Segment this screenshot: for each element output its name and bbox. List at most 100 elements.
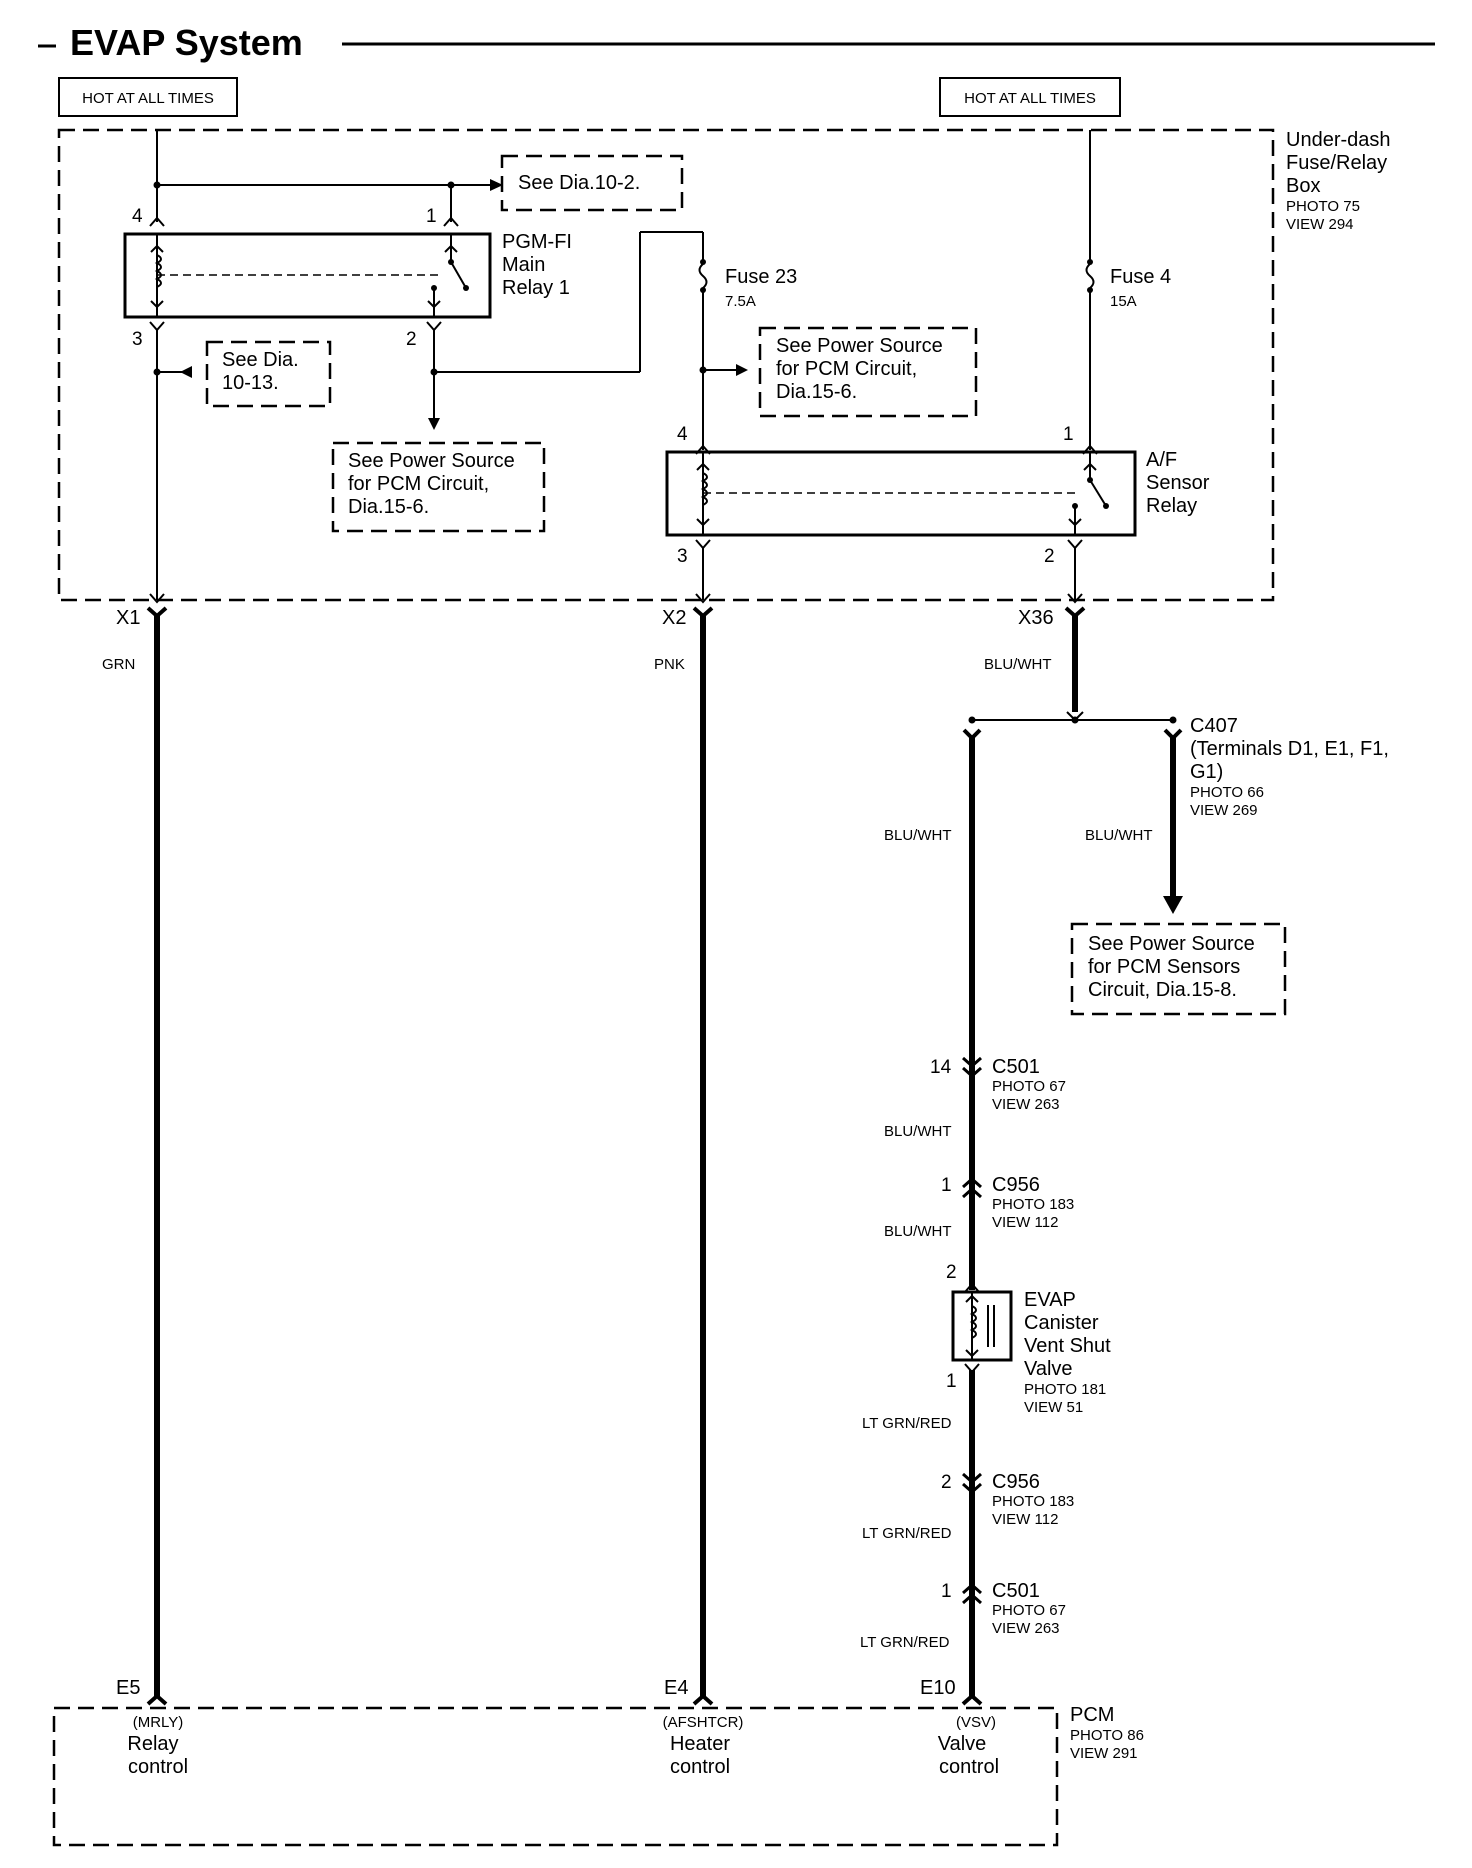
svg-text:for PCM Sensors: for PCM Sensors: [1088, 956, 1240, 978]
svg-text:14: 14: [930, 1057, 952, 1078]
svg-text:A/F: A/F: [1146, 449, 1177, 471]
svg-text:See Power Source: See Power Source: [1088, 933, 1255, 955]
svg-text:PHOTO 67: PHOTO 67: [992, 1602, 1066, 1619]
svg-text:Dia.15-6.: Dia.15-6.: [776, 381, 857, 403]
see-dia-10-2-text: See Dia.10-2.: [518, 172, 640, 194]
c956-bottom-connector: 2 C956 PHOTO 183 VIEW 112: [941, 1471, 1074, 1528]
svg-text:Fuse 23: Fuse 23: [725, 266, 797, 288]
svg-text:4: 4: [132, 206, 143, 227]
svg-text:BLU/WHT: BLU/WHT: [884, 827, 952, 844]
pcm-label: PCM PHOTO 86 VIEW 291: [1070, 1704, 1144, 1762]
svg-text:GRN: GRN: [102, 656, 135, 673]
see-power-source-pcm-mid-box: [758, 326, 978, 418]
svg-text:for PCM Circuit,: for PCM Circuit,: [776, 358, 917, 380]
see-power-source-pcm-sensors-box: [1070, 922, 1287, 1016]
main-relay-circuit: 4 1: [132, 130, 503, 227]
svg-text:PHOTO 183: PHOTO 183: [992, 1196, 1074, 1213]
fuse-4: Fuse 4 15A: [1085, 130, 1171, 310]
svg-text:LT GRN/RED: LT GRN/RED: [862, 1525, 952, 1542]
svg-text:BLU/WHT: BLU/WHT: [984, 656, 1052, 673]
svg-text:VIEW 112: VIEW 112: [992, 1214, 1058, 1231]
svg-text:(Terminals D1, E1, F1,: (Terminals D1, E1, F1,: [1190, 738, 1389, 760]
svg-text:7.5A: 7.5A: [725, 293, 756, 310]
fuse-box-label: Under-dash Fuse/Relay Box PHOTO 75 VIEW …: [1286, 129, 1391, 233]
svg-text:VIEW 263: VIEW 263: [992, 1620, 1060, 1637]
pcm-box: [52, 1706, 1059, 1847]
svg-text:BLU/WHT: BLU/WHT: [884, 1123, 952, 1140]
svg-text:HOT AT ALL TIMES: HOT AT ALL TIMES: [964, 90, 1096, 107]
evap-canister-vent-shut-valve: 2 1 EVAP Canister Vent Shut Valve PHOTO …: [946, 1262, 1111, 1416]
svg-text:Heater: Heater: [670, 1733, 730, 1755]
svg-text:PGM-FI: PGM-FI: [502, 231, 572, 253]
svg-text:1: 1: [426, 206, 437, 227]
svg-text:VIEW 51: VIEW 51: [1024, 1399, 1083, 1416]
svg-text:PHOTO 75: PHOTO 75: [1286, 198, 1360, 215]
terminal-e5: E5: [116, 1677, 140, 1699]
pcm-relay-control: (MRLY) Relay control: [127, 1714, 188, 1778]
terminal-x36: X36: [1018, 607, 1054, 629]
c956-top-connector: 1 C956 PHOTO 183 VIEW 112: [941, 1174, 1074, 1231]
svg-text:(MRLY): (MRLY): [133, 1714, 184, 1731]
svg-text:2: 2: [406, 329, 417, 350]
svg-text:(VSV): (VSV): [956, 1714, 996, 1731]
svg-text:C501: C501: [992, 1580, 1040, 1602]
terminal-e4: E4: [664, 1677, 688, 1699]
svg-text:4: 4: [677, 424, 688, 445]
pcm-valve-control: (VSV) Valve control: [938, 1714, 999, 1778]
svg-text:See Dia.: See Dia.: [222, 349, 299, 371]
svg-text:C956: C956: [992, 1174, 1040, 1196]
c501-bottom-connector: 1 C501 PHOTO 67 VIEW 263: [941, 1580, 1066, 1637]
svg-text:PNK: PNK: [654, 656, 685, 673]
af-sensor-relay: A/F Sensor Relay: [665, 449, 1210, 537]
svg-text:PHOTO 66: PHOTO 66: [1190, 784, 1264, 801]
page-title: EVAP System: [70, 22, 303, 63]
svg-text:Fuse 4: Fuse 4: [1110, 266, 1171, 288]
svg-text:Vent Shut: Vent Shut: [1024, 1335, 1111, 1357]
terminal-x2: X2: [662, 607, 686, 629]
svg-text:BLU/WHT: BLU/WHT: [884, 1223, 952, 1240]
under-dash-fuse-relay-box: [57, 128, 1275, 602]
svg-text:Dia.15-6.: Dia.15-6.: [348, 496, 429, 518]
svg-text:See Power Source: See Power Source: [776, 335, 943, 357]
svg-text:Main: Main: [502, 254, 545, 276]
svg-text:PHOTO 67: PHOTO 67: [992, 1078, 1066, 1095]
terminal-e10: E10: [920, 1677, 956, 1699]
svg-text:LT GRN/RED: LT GRN/RED: [860, 1634, 950, 1651]
svg-text:Fuse/Relay: Fuse/Relay: [1286, 152, 1387, 174]
svg-text:See Power Source: See Power Source: [348, 450, 515, 472]
svg-text:3: 3: [677, 546, 688, 567]
svg-text:EVAP: EVAP: [1024, 1289, 1076, 1311]
svg-text:1: 1: [941, 1581, 952, 1602]
svg-text:control: control: [670, 1756, 730, 1778]
svg-text:Relay: Relay: [1146, 495, 1197, 517]
hot-at-all-times-right: HOT AT ALL TIMES: [939, 77, 1121, 117]
svg-text:G1): G1): [1190, 761, 1223, 783]
svg-text:C956: C956: [992, 1471, 1040, 1493]
see-dia-10-2-box: [500, 154, 684, 212]
svg-text:PCM: PCM: [1070, 1704, 1114, 1726]
svg-text:Canister: Canister: [1024, 1312, 1099, 1334]
svg-text:C501: C501: [992, 1056, 1040, 1078]
svg-text:Relay: Relay: [127, 1733, 178, 1755]
c501-top-connector: 14 C501 PHOTO 67 VIEW 263: [930, 1056, 1066, 1113]
svg-text:VIEW 291: VIEW 291: [1070, 1745, 1138, 1762]
pgm-fi-main-relay-1: PGM-FI Main Relay 1: [123, 231, 572, 319]
svg-text:VIEW 269: VIEW 269: [1190, 802, 1258, 819]
pcm-heater-control: (AFSHTCR) Heater control: [663, 1714, 744, 1778]
svg-text:BLU/WHT: BLU/WHT: [1085, 827, 1153, 844]
svg-text:control: control: [939, 1756, 999, 1778]
see-power-source-pcm-left-box: [331, 441, 546, 533]
svg-text:1: 1: [1063, 424, 1074, 445]
fuse-23: Fuse 23 7.5A: [698, 232, 797, 310]
hot-at-all-times-left: HOT AT ALL TIMES: [58, 77, 238, 117]
svg-text:10-13.: 10-13.: [222, 372, 279, 394]
svg-text:1: 1: [941, 1175, 952, 1196]
see-dia-10-13-box: [205, 340, 332, 408]
svg-text:Circuit, Dia.15-8.: Circuit, Dia.15-8.: [1088, 979, 1237, 1001]
svg-text:for PCM Circuit,: for PCM Circuit,: [348, 473, 489, 495]
svg-text:Sensor: Sensor: [1146, 472, 1210, 494]
svg-text:15A: 15A: [1110, 293, 1137, 310]
svg-text:2: 2: [941, 1472, 952, 1493]
c407-splice: C407 (Terminals D1, E1, F1, G1) PHOTO 66…: [962, 711, 1389, 819]
